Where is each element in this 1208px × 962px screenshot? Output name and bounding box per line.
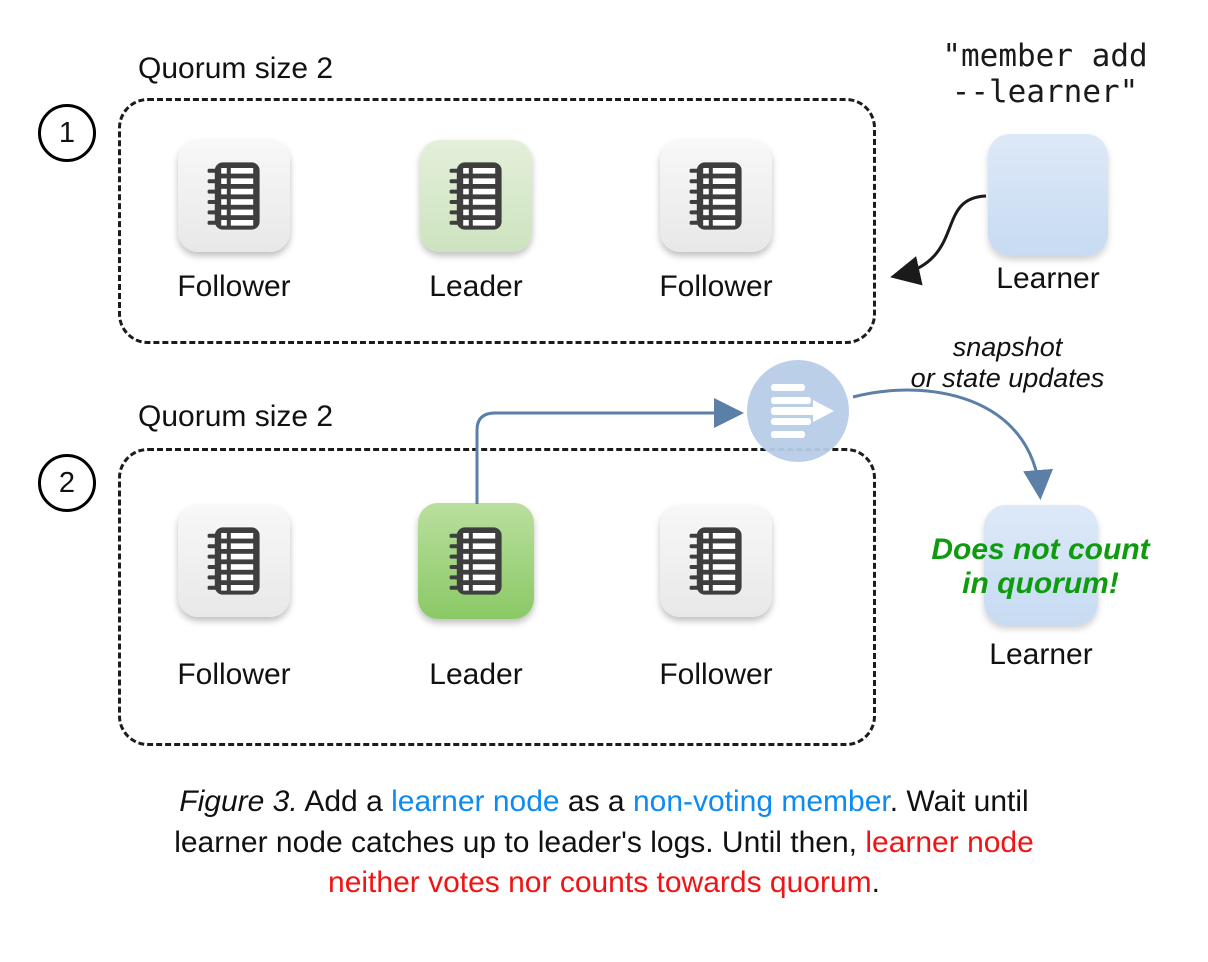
step-2-badge: 2 (38, 454, 96, 512)
learner-node-box-1 (988, 134, 1108, 256)
caption-non-voting-highlight: non-voting member (632, 785, 890, 818)
log-icon (194, 518, 274, 604)
caption-line-2: learner node catches up to leader's logs… (0, 823, 1208, 864)
follower-label: Follower (659, 658, 773, 691)
log-icon (436, 518, 516, 604)
caption-text: as a (559, 785, 633, 818)
node-follower-3 (178, 505, 290, 617)
node-follower-4 (660, 505, 772, 617)
learner-label-2: Learner (989, 638, 1093, 671)
follower-label: Follower (177, 270, 291, 303)
caption-warning-text: learner node (865, 825, 1034, 859)
follower-label: Follower (659, 270, 773, 303)
step-1-badge: 1 (38, 104, 96, 162)
snapshot-updates-label: snapshot or state updates (910, 332, 1105, 393)
learner-label-1: Learner (996, 262, 1100, 295)
caption-learner-node-highlight: learner node (391, 785, 560, 818)
node-leader-1 (420, 140, 532, 252)
log-icon (676, 518, 756, 604)
member-add-command: "member add --learner" (942, 38, 1148, 110)
node-leader-2 (418, 503, 534, 619)
caption-text: learner node catches up to leader's logs… (174, 825, 866, 859)
caption-text: . (871, 866, 880, 899)
leader-label: Leader (429, 270, 523, 303)
node-follower-2 (660, 140, 772, 252)
quorum-size-label-1: Quorum size 2 (138, 52, 334, 85)
learner-node-box-2 (984, 505, 1098, 625)
caption-line-1: Figure 3. Add a learner node as a non-vo… (0, 782, 1208, 823)
step-2-number: 2 (58, 466, 76, 499)
does-not-count-note: Does not count in quorum! (931, 533, 1150, 600)
log-icon (194, 153, 274, 239)
caption-figure-label: Figure 3. (179, 785, 298, 818)
caption-text: Add a (297, 785, 392, 818)
quorum-size-label-2: Quorum size 2 (138, 400, 334, 433)
log-icon (676, 153, 756, 239)
node-follower-1 (178, 140, 290, 252)
leader-label: Leader (429, 658, 523, 691)
caption-text: . Wait until (889, 785, 1029, 818)
figure-caption: Figure 3. Add a learner node as a non-vo… (0, 782, 1208, 904)
snapshot-transfer-icon (747, 360, 849, 462)
log-icon (436, 153, 516, 239)
cluster-boundary-1 (118, 98, 876, 344)
arrow-snapshot-to-learner (852, 388, 1054, 500)
step-1-number: 1 (58, 116, 76, 149)
caption-warning-text: neither votes nor counts towards quorum (328, 866, 872, 899)
caption-line-3: neither votes nor counts towards quorum. (0, 863, 1208, 904)
follower-label: Follower (177, 658, 291, 691)
